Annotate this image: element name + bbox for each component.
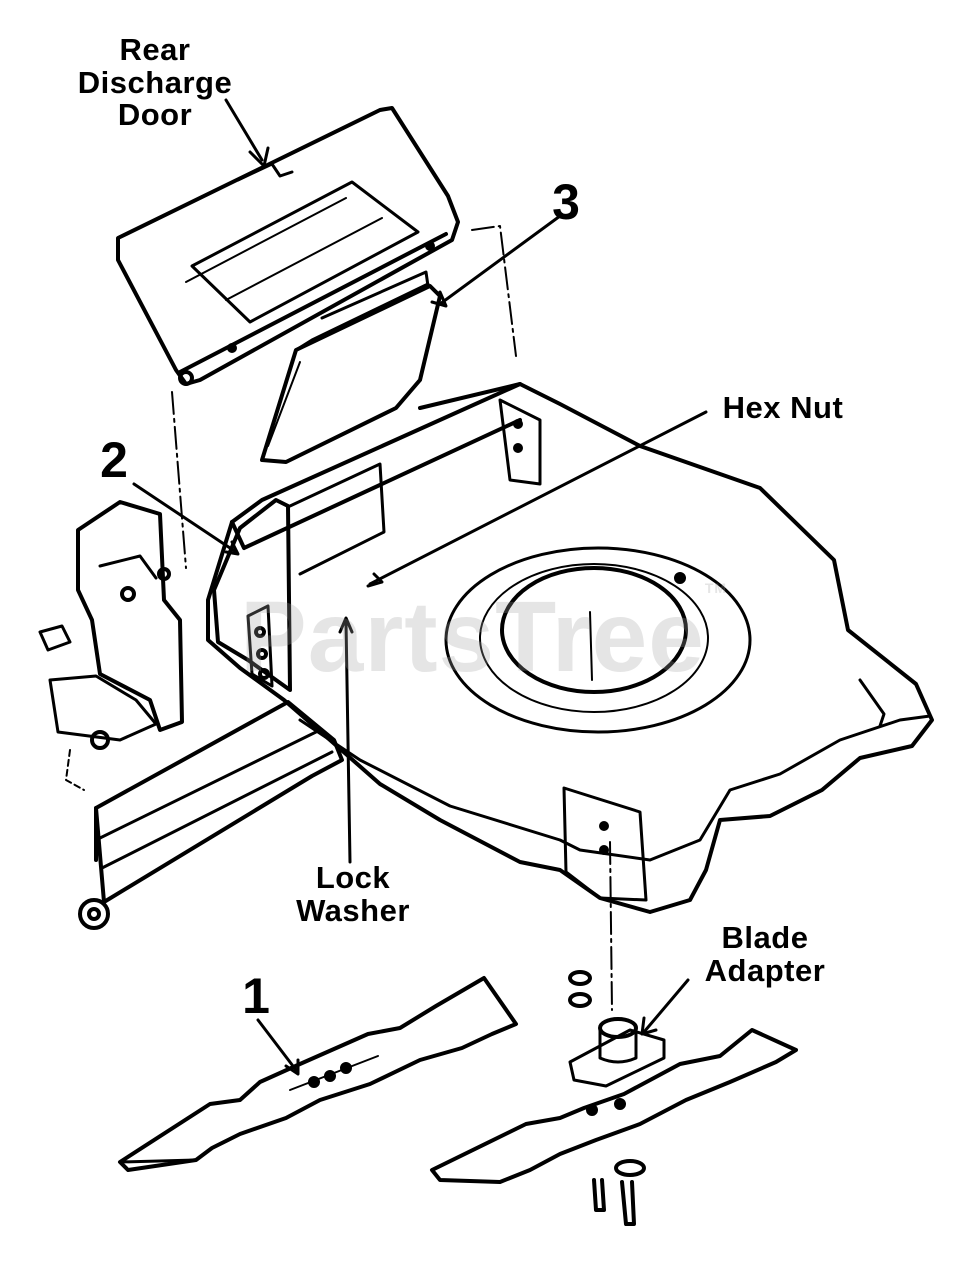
watermark: PartsTreeTM — [240, 580, 727, 695]
label-rear-discharge-door: Rear Discharge Door — [77, 32, 233, 133]
label-blade-adapter: Blade Adapter — [704, 920, 826, 988]
rear-discharge-door-part — [116, 106, 460, 386]
callout-number-1: 1 — [242, 968, 270, 1024]
bracket-part-2 — [212, 462, 386, 692]
alignment-lines — [171, 225, 613, 1011]
watermark-tm: TM — [704, 580, 728, 596]
blade-part-1 — [118, 976, 518, 1172]
mower-deck — [206, 382, 934, 914]
watermark-text: PartsTree — [240, 581, 705, 693]
label-hex-nut: Hex Nut — [722, 390, 844, 425]
label-lock-washer: Lock Washer — [296, 860, 410, 928]
callout-number-3: 3 — [552, 174, 580, 230]
deflector-part-3 — [260, 270, 442, 464]
blade-assembly — [430, 970, 798, 1226]
rear-axle-housing — [78, 700, 344, 930]
callout-number-2: 2 — [100, 432, 128, 488]
height-adjuster-bracket — [38, 500, 184, 791]
